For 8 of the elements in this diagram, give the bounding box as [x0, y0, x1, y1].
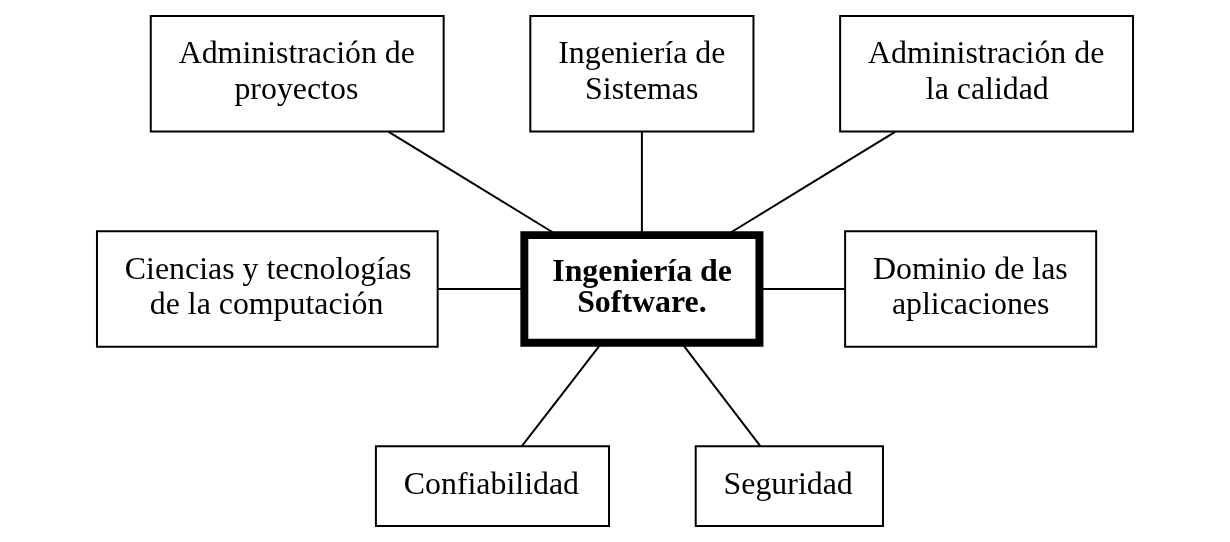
node-box: Ingeniería de Software.	[520, 231, 764, 347]
node-box: Administración de proyectos	[149, 14, 445, 133]
node-box: Ingeniería de Sistemas	[529, 14, 755, 133]
node-box: Administración de la calidad	[839, 14, 1135, 133]
node-box: Confiabilidad	[374, 445, 610, 528]
node-box: Dominio de las aplicaciones	[844, 230, 1098, 348]
node-box: Seguridad	[694, 445, 884, 528]
node-box: Ciencias y tecnologías de la computación	[95, 230, 439, 348]
